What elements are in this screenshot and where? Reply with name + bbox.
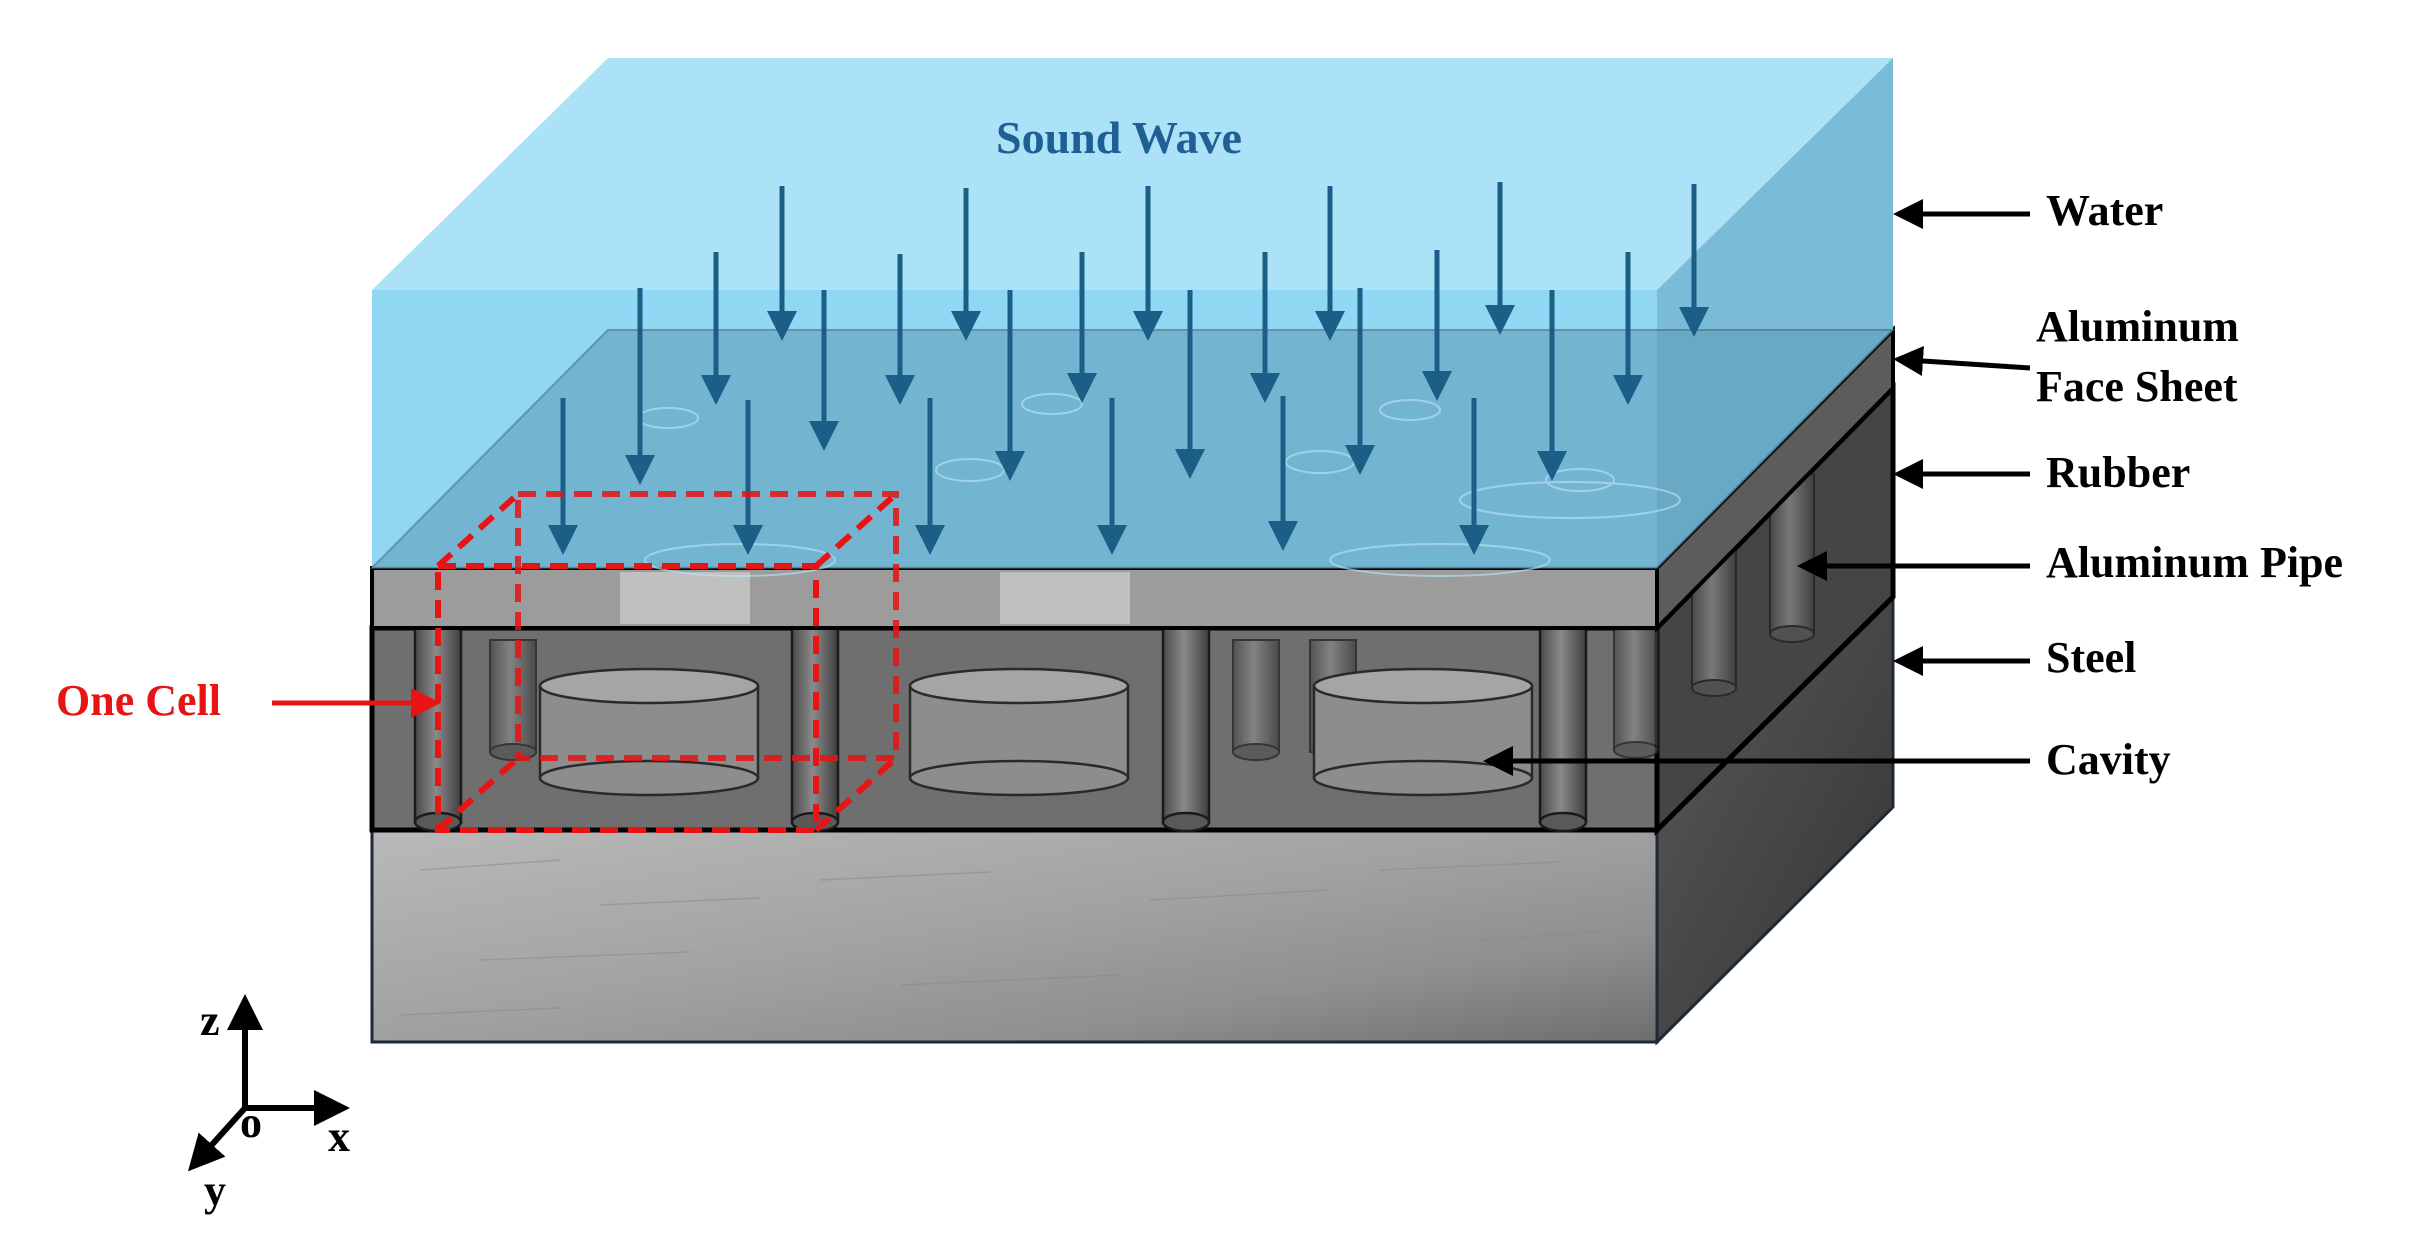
face-sheet-top (369, 329, 1896, 569)
water-top (372, 58, 1893, 290)
aluminum-pipe (790, 595, 840, 833)
label-water: Water (2046, 186, 2164, 235)
axis-label-y: y (204, 1166, 226, 1215)
steel-block (370, 593, 1895, 1046)
face-sheet (370, 325, 1895, 633)
aluminum-pipe (1161, 595, 1211, 833)
water-region (369, 58, 1896, 577)
label-aluminum-pipe: Aluminum Pipe (2046, 538, 2344, 587)
y-axis (187, 1105, 248, 1172)
axis-triad (187, 994, 350, 1172)
sound-wave-arrows (548, 182, 1709, 555)
one-cell-outline (435, 491, 899, 833)
axis-label-origin: o (240, 1098, 262, 1147)
aluminum-pipe (1538, 595, 1588, 833)
axis-label-x: x (328, 1112, 350, 1161)
label-face-sheet-line2: Face Sheet (2036, 362, 2238, 411)
steel-front-face (370, 828, 1659, 1044)
cavities (538, 667, 1534, 797)
label-pointers (1483, 199, 2031, 776)
label-rubber: Rubber (2046, 448, 2191, 497)
label-cavity: Cavity (2046, 735, 2171, 784)
axis-label-z: z (200, 996, 220, 1045)
label-face-sheet-line1: Aluminum (2036, 302, 2239, 351)
label-one-cell: One Cell (56, 676, 221, 725)
label-steel: Steel (2046, 633, 2137, 682)
sound-wave-title: Sound Wave (996, 112, 1242, 163)
steel-texture (399, 859, 1621, 1016)
cavity-3 (1312, 667, 1534, 797)
cavity-1 (538, 667, 760, 797)
cavity-2 (908, 667, 1130, 797)
